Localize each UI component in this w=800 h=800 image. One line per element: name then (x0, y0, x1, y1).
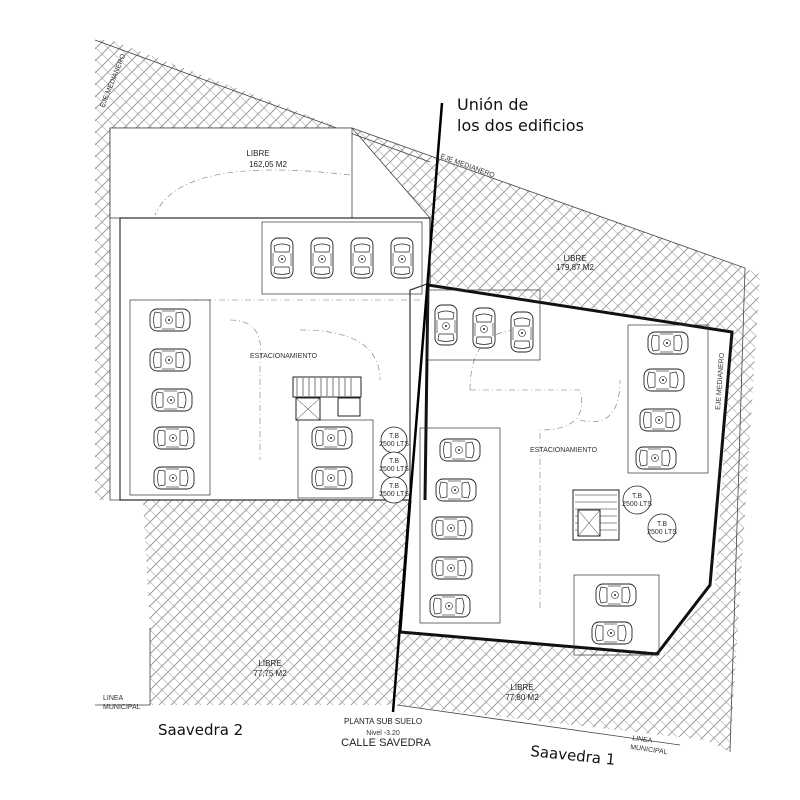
car-icon (591, 621, 633, 645)
hatch-left-strip (95, 40, 110, 500)
svg-text:2500 LTS: 2500 LTS (622, 501, 652, 508)
svg-text:2500 LTS: 2500 LTS (647, 529, 677, 536)
svg-text:2500 LTS: 2500 LTS (379, 441, 409, 448)
area-bottom-right-value: 77,80 M2 (505, 693, 539, 702)
area-right-value: 179,87 M2 (556, 263, 594, 272)
tank: T.B 2500 LTS (622, 485, 652, 515)
union-annotation-line2: los dos edificios (457, 116, 584, 135)
car-icon (434, 304, 458, 346)
car-icon (429, 594, 471, 618)
ramp-arc-top (154, 169, 351, 216)
car-icon (149, 308, 191, 332)
area-top-label: LIBRE (246, 149, 269, 158)
area-bottom-left-label: LIBRE (258, 659, 281, 668)
car-icon (431, 556, 473, 580)
car-icon (310, 237, 334, 279)
hatch-bottom-left (143, 500, 410, 632)
room-label-parking-left: ESTACIONAMIENTO (250, 353, 318, 360)
circulation-curve (229, 319, 261, 460)
room-label-parking-right: ESTACIONAMIENTO (530, 447, 598, 454)
car-icon (350, 237, 374, 279)
svg-text:T.B: T.B (657, 521, 667, 528)
svg-text:T.B: T.B (389, 458, 399, 465)
car-icon (311, 426, 353, 450)
car-icon (151, 388, 193, 412)
municipal-line-right-1: LINEA (632, 735, 653, 745)
parking-stalls (129, 221, 709, 656)
medianero-label-right: EJE MEDIANERO (715, 352, 726, 410)
car-icon (270, 237, 294, 279)
hatch-top-left (95, 40, 430, 218)
union-annotation-line1: Unión de (457, 95, 528, 114)
municipal-line-left-1: LINEA (103, 695, 124, 702)
car-icon (390, 237, 414, 279)
building-saavedra-2 (119, 217, 431, 501)
car-icon (595, 583, 637, 607)
tank: T.B 2500 LTS (647, 513, 677, 543)
car-icon (510, 311, 534, 353)
car-icon (639, 408, 681, 432)
car-icon (647, 331, 689, 355)
circulation-curve-2 (299, 329, 381, 381)
area-right-label: LIBRE (563, 254, 586, 263)
car-icon (153, 466, 195, 490)
svg-text:2500 LTS: 2500 LTS (379, 491, 409, 498)
car-icon (439, 438, 481, 462)
street-name: CALLE SAVEDRA (341, 737, 431, 749)
tank: T.B 2500 LTS (379, 476, 409, 504)
svg-text:2500 LTS: 2500 LTS (379, 466, 409, 473)
svg-text:T.B: T.B (389, 483, 399, 490)
car-icon (635, 446, 677, 470)
area-top-value: 162,05 M2 (249, 160, 287, 169)
municipal-line-left-2: MUNICIPAL (103, 704, 141, 711)
plan-level: Nivel -3.20 (366, 730, 400, 737)
svg-text:T.B: T.B (389, 433, 399, 440)
area-bottom-left-value: 77,75 M2 (253, 669, 287, 678)
municipal-line-right-2: MUNICIPAL (630, 744, 668, 756)
elevator-left-2 (337, 397, 361, 417)
car-icon (431, 516, 473, 540)
area-bottom-right-label: LIBRE (510, 683, 533, 692)
car-icon (153, 426, 195, 450)
building-label-saavedra-1: Saavedra 1 (530, 742, 617, 769)
car-icon (435, 478, 477, 502)
hatch-bottom-center (150, 628, 400, 705)
inner-wall (423, 284, 430, 501)
building-label-saavedra-2: Saavedra 2 (158, 721, 243, 739)
union-line (391, 102, 444, 713)
car-icon (311, 466, 353, 490)
car-icon (472, 307, 496, 349)
plan-title: PLANTA SUB SUELO (344, 717, 422, 726)
svg-text:T.B: T.B (632, 493, 642, 500)
car-icon (643, 368, 685, 392)
free-area-top (109, 127, 353, 219)
hatch-bottom-right (397, 632, 705, 740)
hatch-top-right (352, 128, 745, 330)
car-icon (149, 348, 191, 372)
